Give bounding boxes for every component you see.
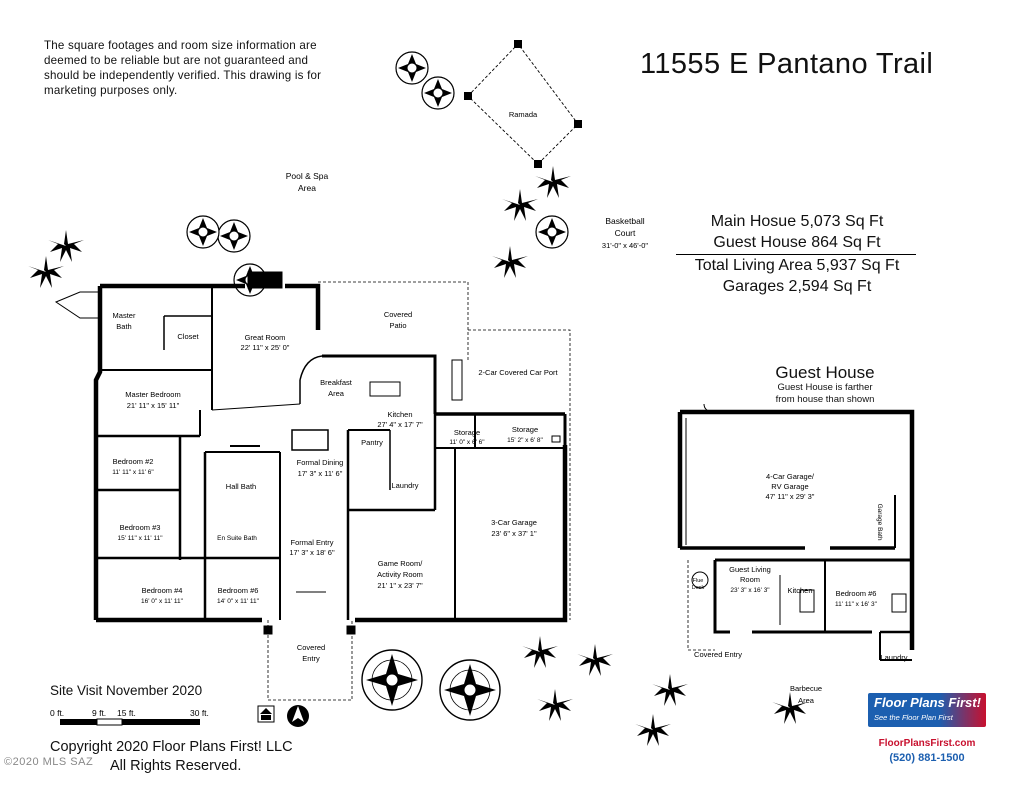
kitchen-dims: 27' 4" x 17' 7" (377, 420, 423, 429)
guest-bedroom-dims: 11' 11" x 16' 3" (835, 601, 878, 608)
property-address-title: 11555 E Pantano Trail (640, 48, 934, 80)
bedroom3-dims: 15' 11" x 11' 11" (117, 535, 163, 542)
brand-logo[interactable]: Floor Plans First! See the Floor Plan Fi… (868, 693, 988, 727)
covered-entry-label-2: Entry (302, 654, 320, 663)
summary-rule (676, 254, 916, 255)
great-room-dims: 22' 11" x 25' 0" (241, 343, 290, 352)
storage2-label: Storage (512, 425, 538, 434)
brand-url[interactable]: FloorPlansFirst.com (878, 738, 976, 749)
garages-sqft: Garages 2,594 Sq Ft (722, 278, 872, 295)
kitchen-label: Kitchen (387, 410, 412, 419)
master-bedroom-dims: 21' 11" x 15' 11" (127, 401, 180, 410)
breakfast-label-2: Area (328, 389, 345, 398)
rv-garage-dims: 47' 11" x 29' 3" (766, 492, 815, 501)
pool-label-1: Pool & Spa (286, 171, 329, 181)
barbecue-label-1: Barbecue (790, 684, 822, 693)
covered-patio-label-1: Covered (384, 310, 412, 319)
guest-living-label-1: Guest Living (729, 565, 771, 574)
scale-bar: 0 ft. 9 ft. 15 ft. 30 ft. (50, 708, 209, 726)
scale-label-0: 0 ft. (50, 708, 64, 718)
barbecue-label-2: Area (798, 696, 815, 705)
guest-covered-entry-label: Covered Entry (694, 650, 742, 659)
copyright-line1: Copyright 2020 Floor Plans First! LLC (50, 739, 293, 755)
formal-dining-label: Formal Dining (297, 458, 344, 467)
game-room-label-2: Activity Room (377, 570, 423, 579)
disclaimer: The square footages and room size inform… (44, 39, 322, 97)
breakfast-label-1: Breakfast (320, 378, 353, 387)
master-bedroom-label: Master Bedroom (125, 390, 180, 399)
guest-house-note: Guest House is farther from house than s… (690, 382, 960, 406)
landscape-trees (28, 51, 808, 746)
scale-label-15: 15 ft. (117, 708, 136, 718)
hall-bath-label: Hall Bath (226, 482, 256, 491)
main-house (54, 271, 571, 701)
formal-entry-label: Formal Entry (291, 538, 334, 547)
en-suite-label: En Suite Bath (217, 535, 257, 542)
brand-name: Floor Plans First! (874, 695, 981, 710)
guest-living-dims: 23' 3" x 16' 3" (730, 587, 770, 594)
bedroom2-label: Bedroom #2 (113, 457, 154, 466)
garage-bath-label: Garage Bath (876, 504, 883, 541)
equal-housing-icon (257, 705, 275, 723)
mls-watermark: ©2020 MLS SAZ (4, 756, 94, 768)
master-bath-label-2: Bath (116, 322, 131, 331)
copyright: Copyright 2020 Floor Plans First! LLC Al… (50, 738, 293, 776)
copyright-line2: All Rights Reserved. (110, 758, 242, 774)
carport-label: 2-Car Covered Car Port (478, 368, 558, 377)
basketball-dims: 31'-0" x 46'-0" (602, 241, 648, 250)
guest-bedroom-label: Bedroom #6 (836, 589, 877, 598)
guest-note-line1: Guest House is farther (777, 382, 873, 393)
guest-living-label-2: Room (740, 575, 760, 584)
ramada-label: Ramada (509, 110, 538, 119)
guest-note-line2: from house than shown (775, 394, 875, 405)
brand-phone: (520) 881-1500 (889, 752, 965, 764)
desk-label: Desk (692, 585, 705, 591)
great-room-label: Great Room (245, 333, 286, 342)
storage1-label: Storage (454, 428, 480, 437)
garage3-dims: 23' 6" x 37' 1" (491, 529, 537, 538)
pantry-label: Pantry (361, 438, 383, 447)
basketball-label-1: Basketball (605, 216, 644, 226)
rv-garage-label-2: RV Garage (771, 482, 808, 491)
bedroom2-dims: 11' 11" x 11' 6" (112, 469, 154, 476)
total-living-sqft: Total Living Area 5,937 Sq Ft (694, 257, 900, 274)
covered-entry-label-1: Covered (297, 643, 325, 652)
bedroom3-label: Bedroom #3 (120, 523, 161, 532)
compass-icon (287, 705, 309, 727)
guest-laundry-label: Laundry (880, 653, 907, 662)
formal-entry-dims: 17' 3" x 18' 6" (289, 548, 335, 557)
flue-label: Flue (693, 578, 704, 584)
game-room-dims: 21' 1" x 23' 7" (377, 581, 423, 590)
storage2-dims: 15' 2" x 6' 8" (507, 437, 543, 444)
brand-tagline: See the Floor Plan First (874, 713, 953, 722)
main-house-sqft: Main Hosue 5,073 Sq Ft (710, 213, 884, 230)
guest-house-sqft: Guest House 864 Sq Ft (713, 234, 881, 251)
laundry-label: Laundry (391, 481, 418, 490)
scale-label-30: 30 ft. (190, 708, 209, 718)
site-visit-date: Site Visit November 2020 (50, 683, 203, 698)
guest-house (677, 403, 915, 661)
guest-house-title: Guest House (775, 363, 875, 382)
game-room-label-1: Game Room/ (378, 559, 424, 568)
basketball-label-2: Court (615, 228, 636, 238)
covered-patio-label-2: Patio (389, 321, 406, 330)
guest-kitchen-label: Kitchen (787, 586, 812, 595)
master-bath-label-1: Master (113, 311, 136, 320)
bedroom4-dims: 16' 0" x 11' 11" (141, 598, 184, 605)
pool-label-2: Area (298, 183, 316, 193)
bedroom4-label: Bedroom #4 (142, 586, 183, 595)
ramada: Ramada (464, 40, 582, 168)
closet-label: Closet (177, 332, 199, 341)
storage1-dims: 11' 0" x 6' 6" (449, 439, 485, 446)
bedroom6-label: Bedroom #6 (218, 586, 259, 595)
formal-dining-dims: 17' 3" x 11' 6" (298, 469, 343, 478)
brand-logo-box: Floor Plans First! See the Floor Plan Fi… (868, 693, 986, 727)
scale-label-9: 9 ft. (92, 708, 106, 718)
bedroom6-dims: 14' 0" x 11' 11" (217, 598, 260, 605)
rv-garage-label-1: 4-Car Garage/ (766, 472, 815, 481)
garage3-label: 3-Car Garage (491, 518, 537, 527)
